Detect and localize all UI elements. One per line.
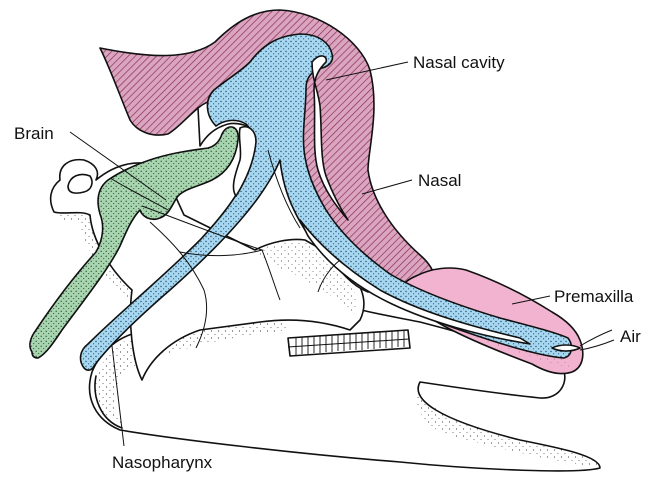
label-nasopharynx: Nasopharynx [112, 453, 213, 472]
label-nasal-cavity: Nasal cavity [413, 53, 505, 72]
label-premaxilla: Premaxilla [554, 287, 634, 306]
label-air: Air [620, 327, 641, 346]
label-nasal: Nasal [418, 171, 461, 190]
label-brain: Brain [14, 124, 54, 143]
